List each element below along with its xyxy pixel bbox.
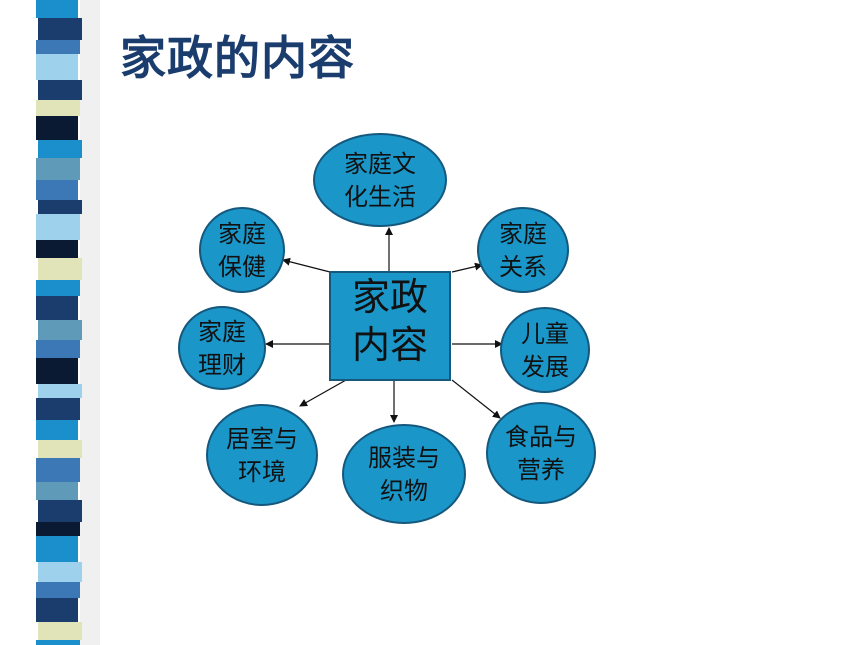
center-node-box: [329, 271, 451, 381]
center-node-label: 家政: [352, 275, 428, 319]
node-housing-label: 居室与: [226, 425, 298, 453]
node-culture-label: 家庭文: [344, 150, 416, 178]
node-housing-label: 环境: [238, 458, 286, 486]
arrow-to-housing: [299, 379, 347, 407]
arrow-to-relations: [451, 262, 483, 273]
node-health-label: 家庭: [218, 220, 266, 248]
node-child-shape: [500, 307, 590, 393]
page-title: 家政的内容: [120, 31, 355, 85]
center-node-label: 内容: [352, 323, 428, 367]
node-culture-shape: [313, 133, 447, 227]
node-food-label: 食品与: [505, 423, 577, 451]
node-child-label: 发展: [521, 353, 569, 381]
node-health-label: 保健: [218, 253, 266, 281]
node-culture-label: 化生活: [344, 183, 416, 211]
node-relations-shape: [477, 207, 569, 293]
decorative-stripe: [30, 0, 100, 645]
node-child-label: 儿童: [521, 320, 569, 348]
node-finance-label: 理财: [198, 351, 246, 379]
node-finance-label: 家庭: [198, 318, 246, 346]
node-health-shape: [199, 207, 285, 293]
arrow-to-food: [451, 379, 501, 419]
node-clothing-label: 织物: [380, 477, 428, 505]
arrow-to-health: [282, 257, 331, 273]
node-clothing-label: 服装与: [368, 444, 440, 472]
node-relations-label: 关系: [499, 253, 547, 281]
node-clothing-shape: [342, 424, 466, 524]
node-relations-label: 家庭: [499, 220, 547, 248]
node-housing-shape: [206, 404, 318, 506]
node-finance-shape: [178, 306, 266, 390]
node-food-label: 营养: [517, 456, 565, 484]
node-food-shape: [486, 402, 596, 504]
